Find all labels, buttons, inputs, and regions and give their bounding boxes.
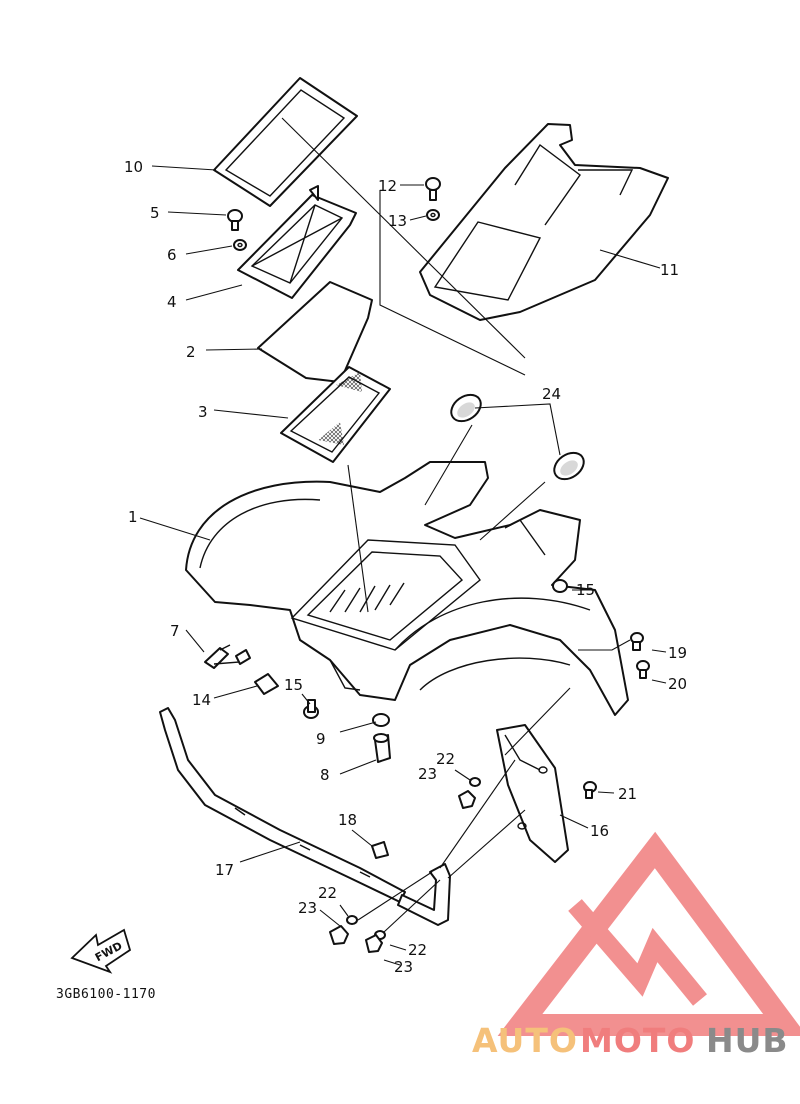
part-6-washer — [233, 239, 247, 251]
callout-22-left: 22 — [318, 884, 337, 902]
callout-5: 5 — [150, 204, 160, 222]
callout-4: 4 — [167, 293, 177, 311]
callout-12: 12 — [378, 177, 397, 195]
callout-labels: 10 5 6 4 2 3 1 7 14 15 9 8 12 13 11 24 1… — [124, 158, 687, 976]
callout-10: 10 — [124, 158, 143, 176]
callout-22-bottom: 22 — [408, 941, 427, 959]
part-4-cover — [237, 185, 357, 299]
callout-19: 19 — [668, 644, 687, 662]
part-16-flap — [496, 724, 569, 863]
callout-1: 1 — [128, 508, 138, 526]
callout-9: 9 — [316, 730, 326, 748]
part-17-stay — [159, 707, 406, 903]
part-7-lead — [204, 644, 251, 669]
callout-17: 17 — [215, 861, 234, 879]
part-3-mesh-screen — [280, 366, 391, 463]
part-stay-clamp — [397, 863, 451, 926]
callout-2: 2 — [186, 343, 196, 361]
callout-13: 13 — [388, 212, 407, 230]
part-1-rear-fender — [185, 461, 629, 716]
callout-8: 8 — [320, 766, 330, 784]
part-2-pad — [257, 281, 373, 383]
callout-7: 7 — [170, 622, 180, 640]
watermark-moto: MOTO — [580, 1021, 695, 1060]
watermark-logo — [497, 831, 800, 1036]
part-8-bracket — [373, 733, 391, 763]
part-20-bolt — [636, 660, 650, 679]
part-12-bolt — [425, 177, 441, 201]
callout-21: 21 — [618, 785, 637, 803]
watermark-auto: AUTO — [472, 1021, 578, 1060]
callout-23-bottom: 23 — [394, 958, 413, 976]
part-13-washer — [426, 209, 440, 221]
callout-22-right: 22 — [436, 750, 455, 768]
callout-24: 24 — [542, 385, 561, 403]
callout-23-right: 23 — [418, 765, 437, 783]
fwd-arrow-icon: FWD — [70, 928, 132, 974]
part-5-bolt — [227, 209, 243, 231]
watermark-text: AUTO MOTO HUB — [472, 1021, 789, 1060]
callout-6: 6 — [167, 246, 177, 264]
part-21-bolt — [583, 781, 597, 799]
callout-11: 11 — [660, 261, 679, 279]
part-14-clip — [254, 673, 279, 695]
callout-3: 3 — [198, 403, 208, 421]
watermark-hub: HUB — [706, 1021, 789, 1060]
part-10-frame-seal — [213, 77, 358, 207]
part-11-rear-cover — [419, 123, 669, 321]
callout-14: 14 — [192, 691, 211, 709]
diagram-code: 3GB6100-1170 — [56, 987, 156, 1002]
part-19-bolt — [630, 632, 644, 651]
callout-15-left: 15 — [284, 676, 303, 694]
part-9-nut — [372, 713, 390, 727]
part-18-bolt — [371, 841, 389, 859]
part-23-nut — [329, 790, 476, 953]
callout-16: 16 — [590, 822, 609, 840]
part-24-grommet — [450, 393, 585, 481]
leader-lines — [139, 117, 667, 966]
callout-18: 18 — [338, 811, 357, 829]
callout-15-right: 15 — [576, 581, 595, 599]
callout-20: 20 — [668, 675, 687, 693]
callout-23-left: 23 — [298, 899, 317, 917]
